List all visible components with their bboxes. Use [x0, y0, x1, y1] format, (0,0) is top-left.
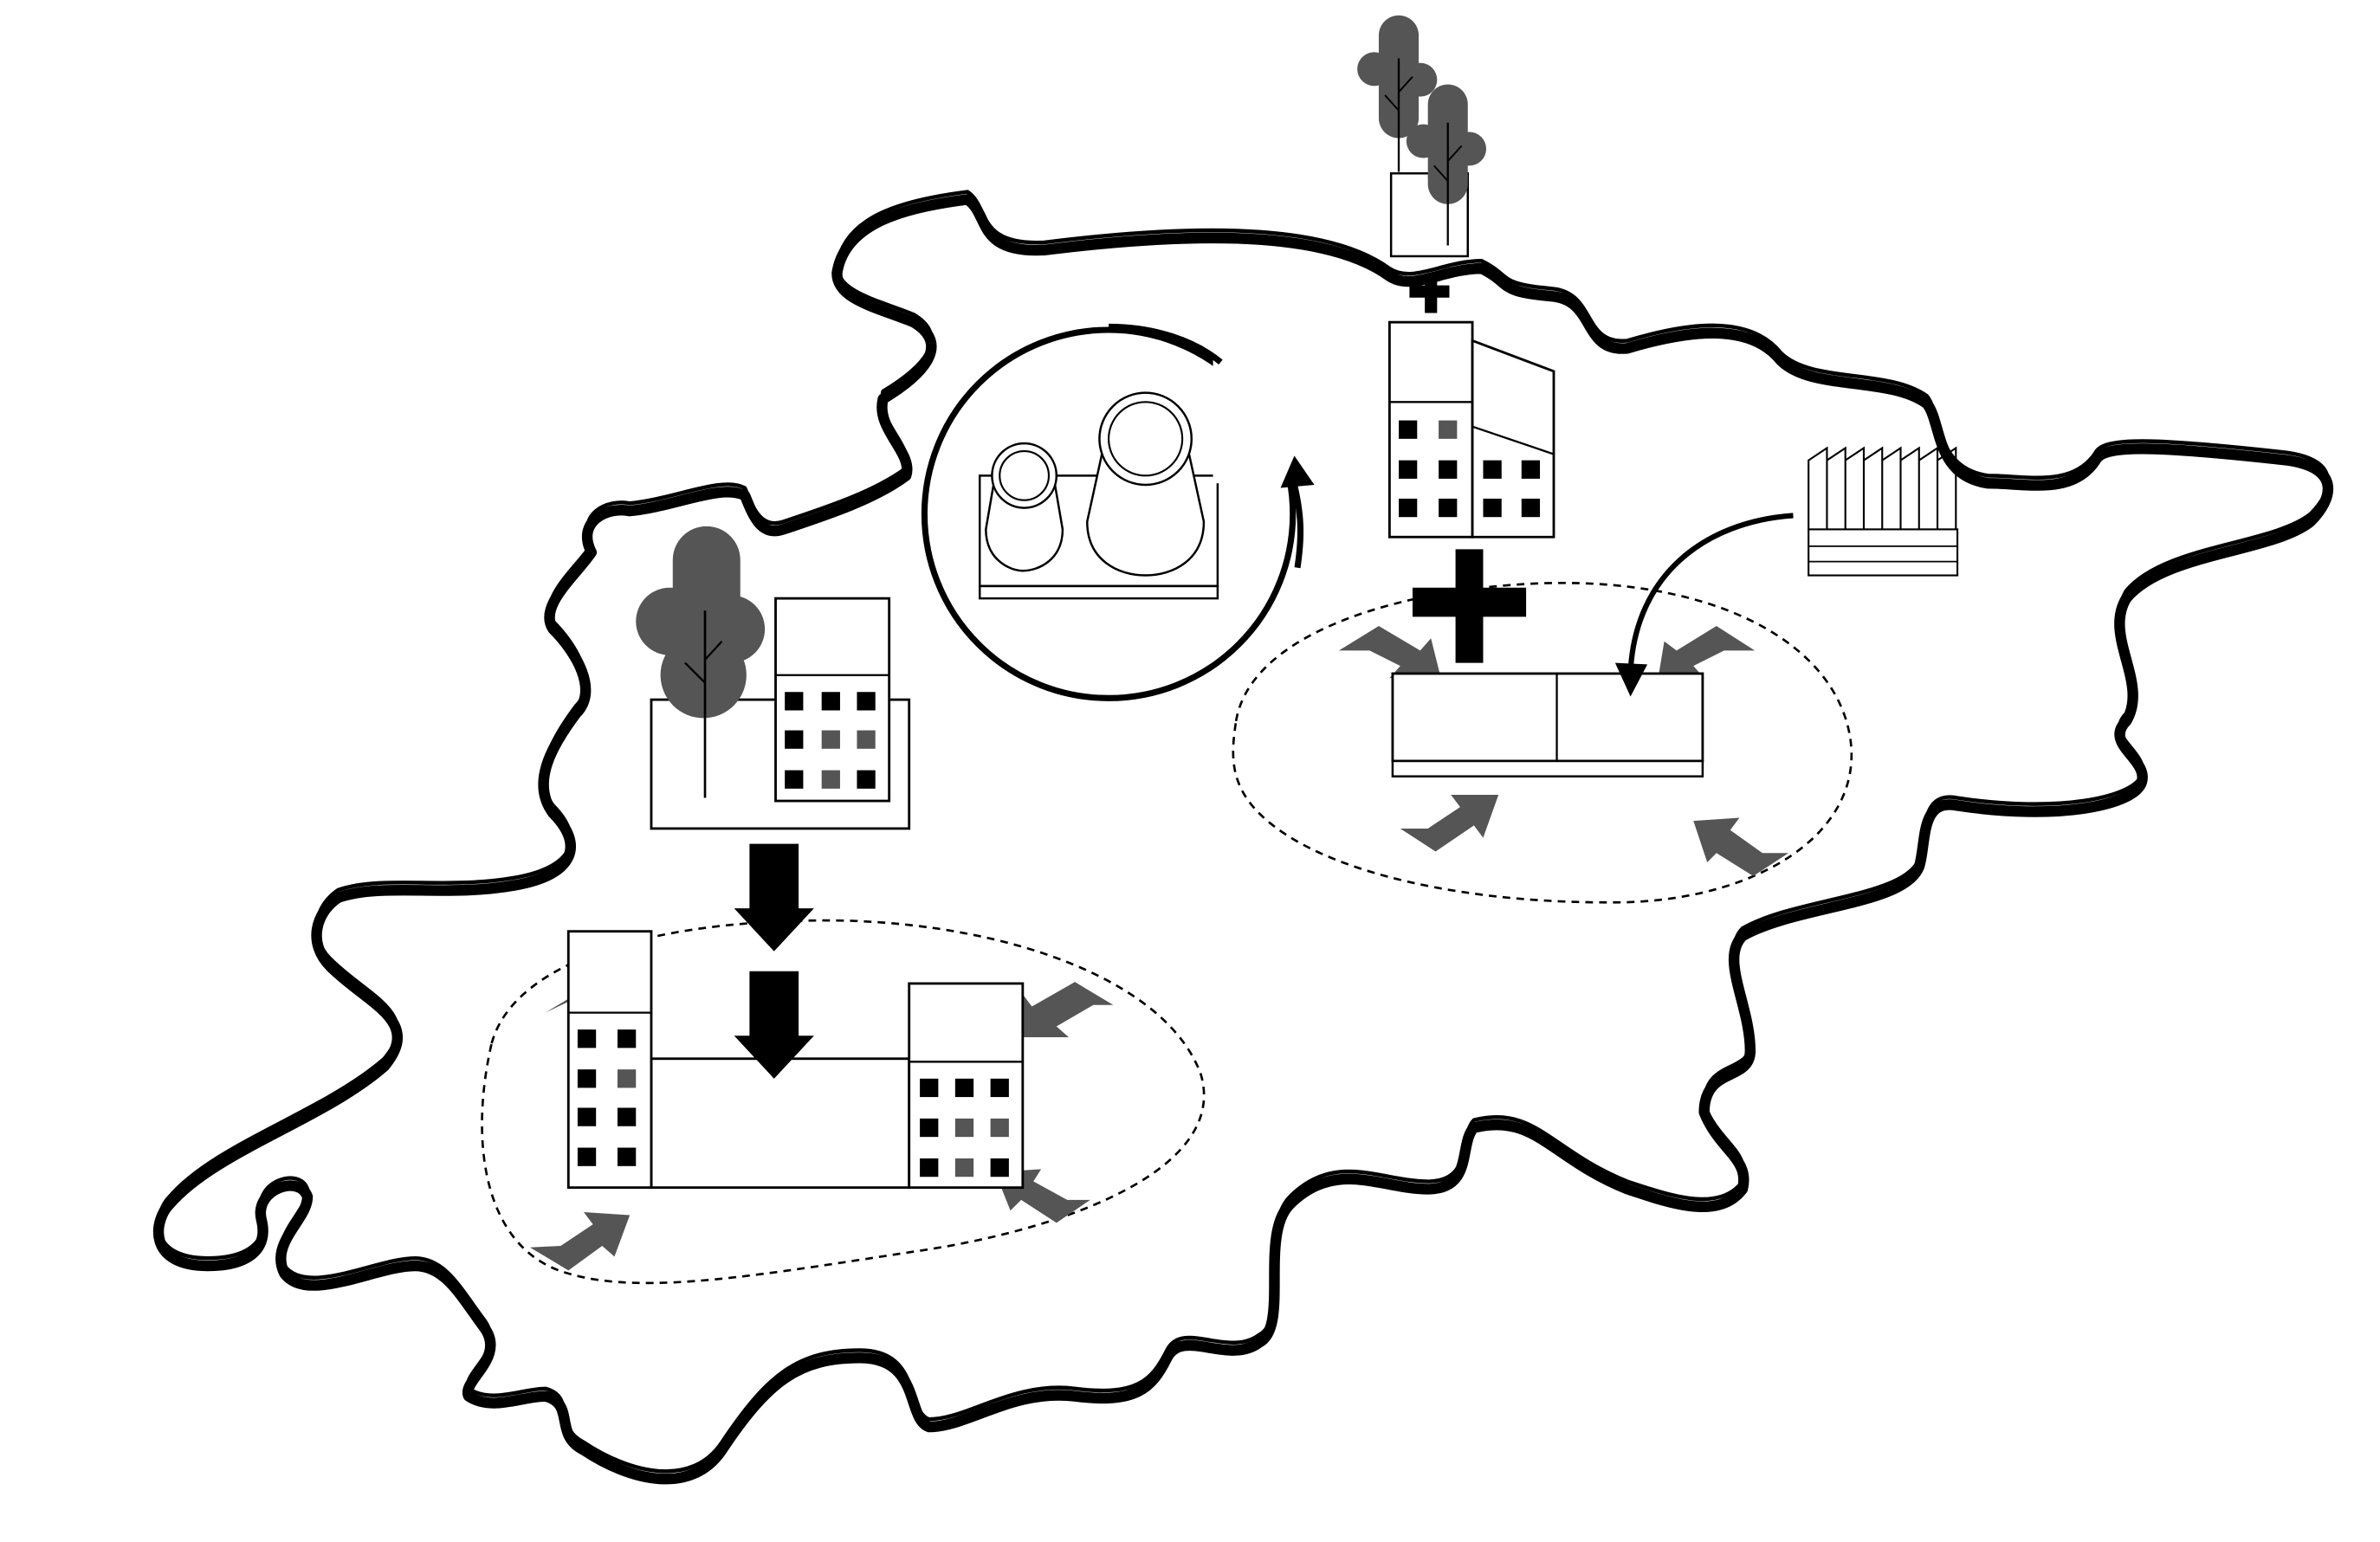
- building-icon: [774, 597, 891, 803]
- down-arrow-icon: [734, 971, 814, 1079]
- factory-icon: [1808, 446, 1959, 577]
- cycle-arrow-icon: [1290, 478, 1304, 569]
- down-arrow-icon: [734, 843, 814, 952]
- tree-icon: [636, 526, 766, 798]
- dashed-zone-outline: [481, 919, 1206, 1285]
- inward-arrow-icon: [1693, 817, 1789, 876]
- cycle-arrow-icon: [1109, 323, 1223, 365]
- merged-block: [1391, 672, 1704, 777]
- plus-icon: [1409, 275, 1450, 313]
- tree-icon: [1357, 15, 1438, 172]
- inward-arrow-icon: [1400, 794, 1499, 852]
- curved-arrow-head: [1614, 662, 1648, 697]
- curved-arrow-icon: [1627, 513, 1794, 673]
- tree-icon: [1406, 84, 1487, 246]
- inward-arrow-icon: [529, 1211, 631, 1271]
- inward-arrow-icon: [1019, 982, 1114, 1037]
- industrial-plant-icon: [921, 326, 1297, 701]
- building-icon: [1387, 320, 1555, 539]
- cycle-arrow-gap-mask: [1213, 352, 1298, 484]
- left-tree-building-group: [636, 526, 911, 830]
- inward-arrow-icon: [1658, 626, 1756, 679]
- inward-arrow-icon: [1338, 626, 1440, 679]
- merged-building-complex: [566, 930, 1025, 1190]
- plus-icon: [1412, 549, 1527, 663]
- cycle-arrow-head: [1280, 455, 1315, 488]
- dashed-zone-outline: [1232, 582, 1853, 904]
